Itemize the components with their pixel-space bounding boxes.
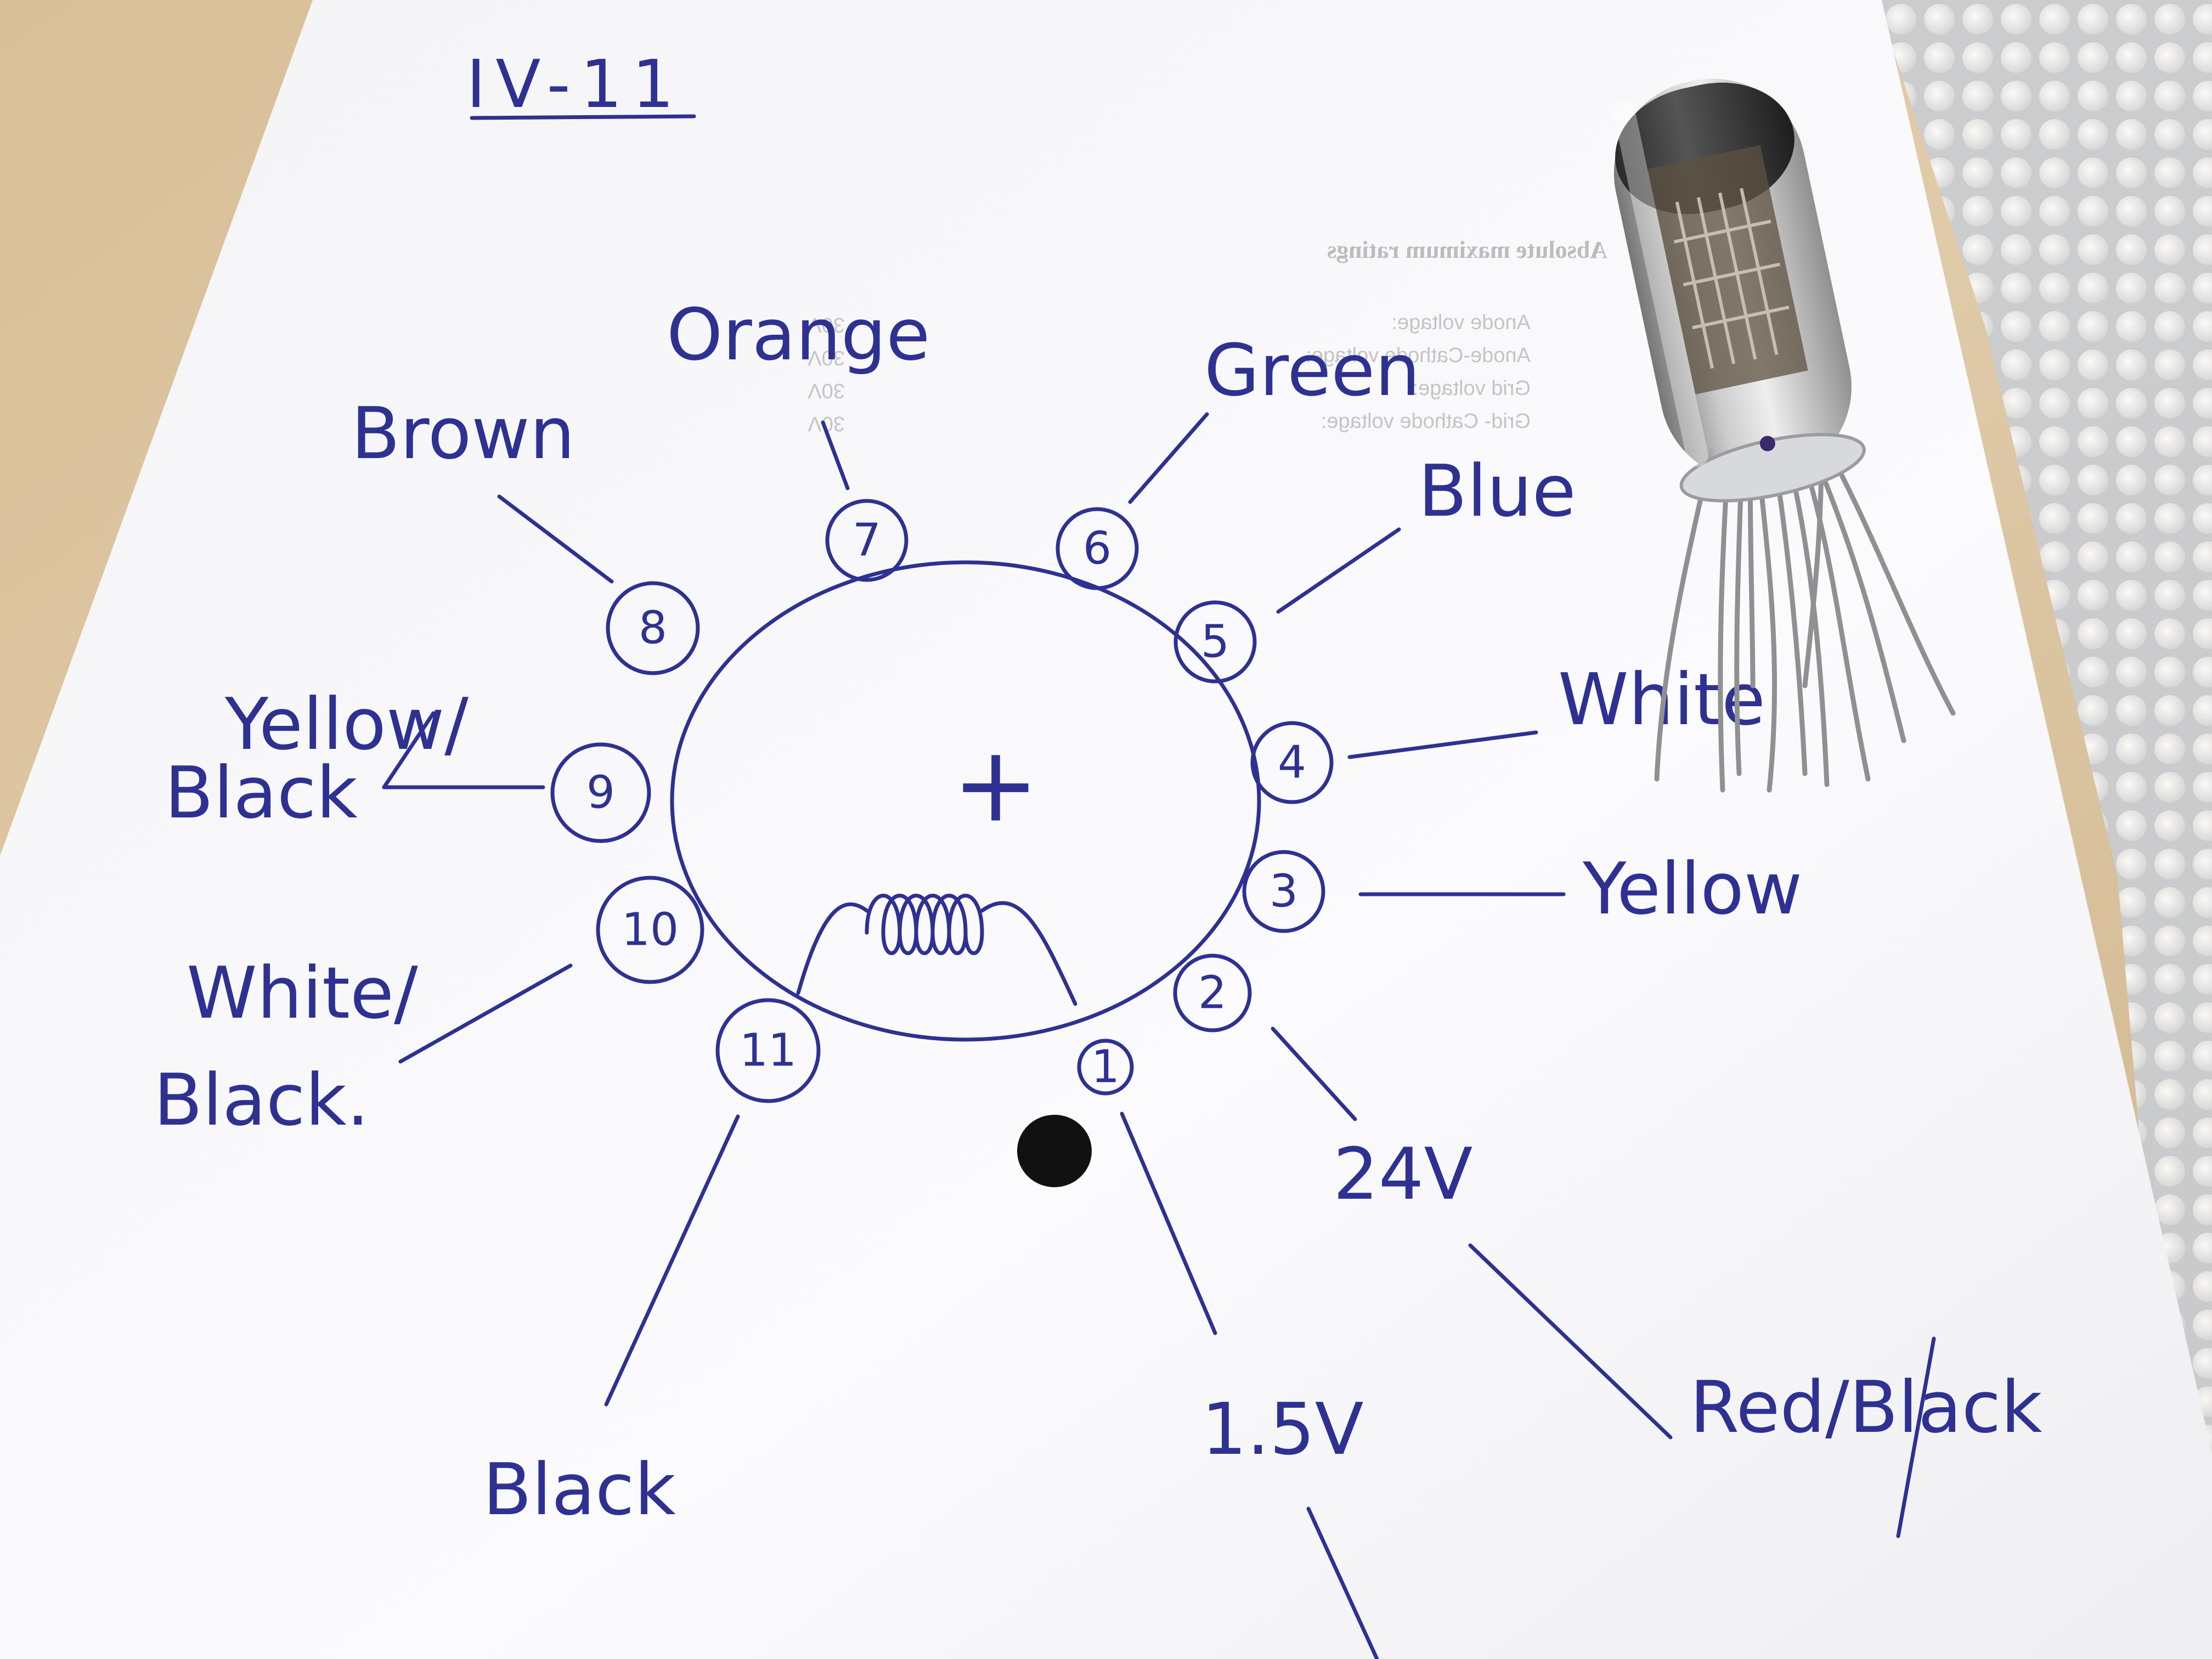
pin-9: 9 <box>550 742 651 843</box>
label-yellow: Yellow <box>1582 847 1802 930</box>
label-white-black-2: Black. <box>154 1058 369 1142</box>
label-blue: Blue <box>1418 449 1576 533</box>
svg-text:30V: 30V <box>808 313 845 336</box>
svg-text:7: 7 <box>853 515 881 567</box>
diagram-title: IV-11 <box>466 47 684 123</box>
svg-text:1: 1 <box>1091 1041 1120 1093</box>
pin1-key-dot <box>1017 1115 1092 1187</box>
svg-text:Grid voltage:: Grid voltage: <box>1413 377 1531 400</box>
center-cross: + <box>952 724 1039 845</box>
pin-8: 8 <box>606 581 700 675</box>
svg-text:4: 4 <box>1278 737 1306 789</box>
svg-text:6: 6 <box>1083 523 1111 575</box>
pin-3: 3 <box>1242 850 1325 933</box>
filament-coil <box>796 894 1077 1006</box>
label-brown: Brown <box>351 392 575 475</box>
label-green: Green <box>1204 329 1420 412</box>
svg-text:2: 2 <box>1198 967 1227 1019</box>
svg-text:8: 8 <box>639 602 667 654</box>
bubble-wrap <box>1876 0 2212 1659</box>
pin-7: 7 <box>825 499 909 582</box>
pin-2: 2 <box>1173 953 1252 1032</box>
background-print: Absolute maximum ratings Anode voltage: … <box>808 236 1607 435</box>
pin-1: 1 <box>1077 1039 1134 1096</box>
label-orange: Orange <box>667 293 930 376</box>
pin-11: 11 <box>715 998 821 1103</box>
svg-text:5: 5 <box>1201 616 1229 668</box>
svg-text:3: 3 <box>1269 866 1298 918</box>
svg-text:11: 11 <box>740 1025 797 1077</box>
svg-text:Absolute maximum ratings: Absolute maximum ratings <box>1327 236 1607 263</box>
svg-text:Anode voltage:: Anode voltage: <box>1391 311 1531 334</box>
svg-text:Anode-Cathode voltage:: Anode-Cathode voltage: <box>1306 344 1531 367</box>
pin-5: 5 <box>1173 600 1257 684</box>
svg-text:Grid- Cathode voltage:: Grid- Cathode voltage: <box>1321 410 1531 433</box>
svg-text:30V: 30V <box>808 346 845 369</box>
socket-outline <box>670 560 1261 1042</box>
iv11-tube-image <box>1613 78 1956 793</box>
pin-10: 10 <box>596 876 704 984</box>
label-white-black-1: White/ <box>187 951 418 1035</box>
label-yellow-black-1: Yellow/ <box>224 682 469 766</box>
svg-text:9: 9 <box>586 767 615 819</box>
label-red-black: Red/Black <box>1690 1365 2042 1449</box>
label-24v: 24V <box>1333 1132 1472 1216</box>
pin-6: 6 <box>1056 507 1139 590</box>
svg-text:10: 10 <box>622 904 679 956</box>
svg-text:30V: 30V <box>808 379 845 402</box>
lead-lines <box>382 412 1936 1659</box>
title-underline <box>470 114 696 120</box>
pin-4: 4 <box>1250 721 1334 804</box>
label-1-5v: 1.5V <box>1201 1387 1364 1471</box>
label-black: Black <box>483 1448 676 1531</box>
label-yellow-black-2: Black <box>165 751 358 834</box>
